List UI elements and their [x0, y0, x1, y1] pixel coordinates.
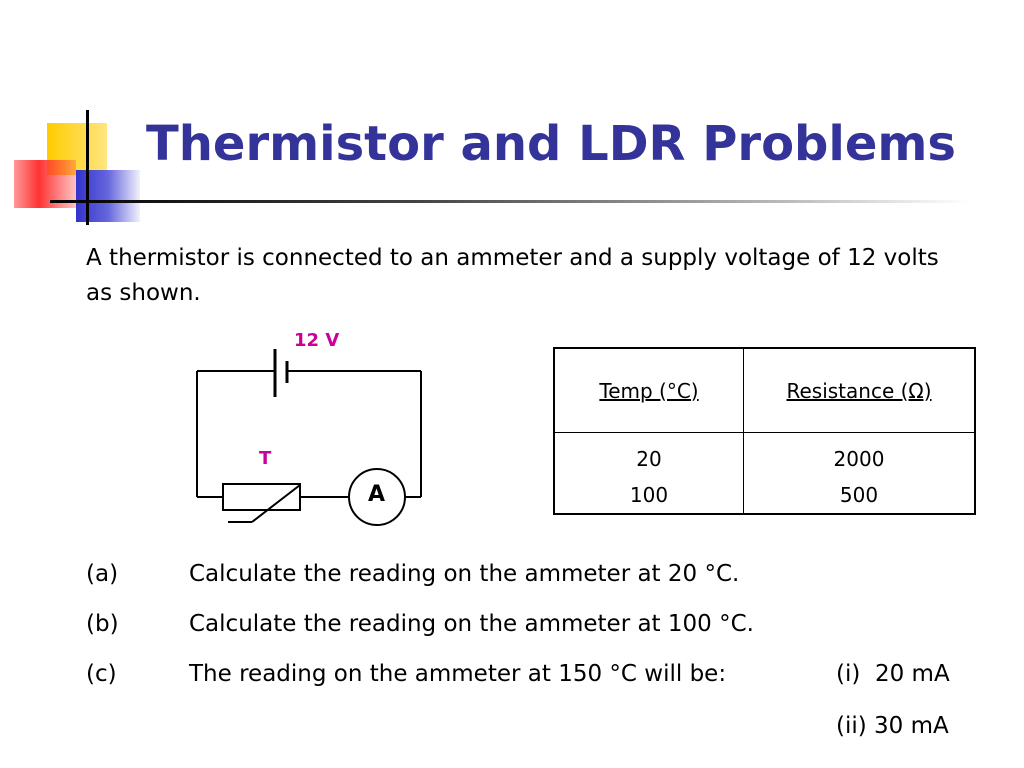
question-label: (c) [86, 661, 117, 687]
resistance-cell: 2000 500 [743, 432, 976, 515]
thermistor-diagonal [251, 484, 301, 523]
question-text: The reading on the ammeter at 150 °C wil… [189, 661, 727, 687]
option-ii: (ii) 30 mA [836, 713, 949, 739]
thermistor-symbol [222, 483, 301, 511]
vertical-bar [86, 110, 89, 225]
intro-text: A thermistor is connected to an ammeter … [86, 245, 939, 306]
option-i: (i) 20 mA [836, 661, 950, 687]
header-temp: Temp (°C) [553, 347, 744, 433]
slide-title: Thermistor and LDR Problems [146, 116, 956, 172]
title-decoration [0, 100, 150, 230]
temp-cell: 20 100 [553, 432, 744, 515]
temp-value: 100 [629, 483, 669, 507]
question-label: (b) [86, 611, 119, 637]
temperature-resistance-table: Temp (°C) Resistance (Ω) 20 100 2000 500 [553, 347, 976, 515]
question-label: (a) [86, 561, 119, 587]
header-resistance: Resistance (Ω) [743, 347, 976, 433]
title-underline [50, 200, 970, 203]
thermistor-label: T [259, 448, 272, 469]
ammeter-label: A [368, 482, 386, 507]
supply-voltage-label: 12 V [294, 330, 340, 351]
resistance-value: 2000 [833, 447, 885, 471]
question-text: Calculate the reading on the ammeter at … [189, 611, 754, 637]
temp-value: 20 [636, 447, 662, 471]
question-text: Calculate the reading on the ammeter at … [189, 561, 740, 587]
resistance-value: 500 [839, 483, 879, 507]
